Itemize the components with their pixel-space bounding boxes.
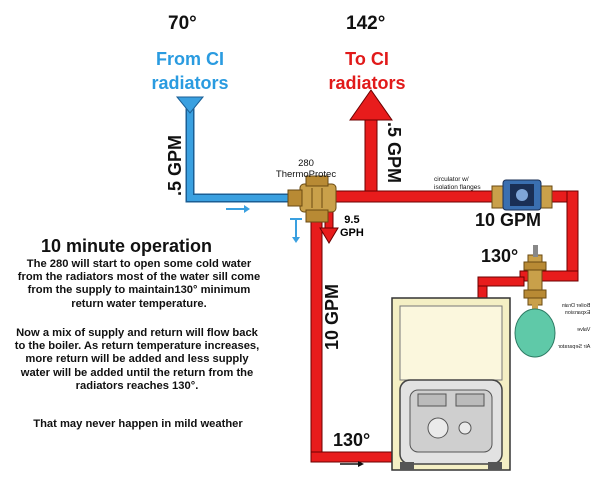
return-down-arrow (290, 218, 302, 243)
circulator-label: circulator w/ isolation flanges (434, 176, 481, 192)
valve-label: 280 ThermoProtec (266, 158, 346, 180)
to-radiators-line1: To CI (345, 49, 389, 69)
air-separator-label: Air Separator (558, 344, 591, 350)
supply-main-pipe (317, 190, 579, 302)
p1-line4: return water temperature. (71, 297, 207, 310)
supply-arrow-up (349, 89, 393, 121)
return-temperature: 70° (168, 13, 197, 34)
p1-line1: The 280 will start to open some cold wat… (26, 258, 252, 270)
p1-line2: from the radiators most of the water sil… (17, 271, 261, 284)
to-radiators-label: To CI radiators (312, 47, 422, 95)
bypass-flow-label: 9.5 GPH (340, 214, 364, 240)
from-radiators-label: From CI radiators (135, 47, 245, 95)
p2-line3: more return will be added and less suppl… (25, 353, 249, 366)
air-separator (523, 245, 547, 306)
return-flow-arrow (226, 205, 250, 213)
funnel-icon (175, 96, 205, 114)
p2-line2: to the boiler. As return temperature inc… (14, 340, 260, 353)
p2-line4: water will be added until the return fro… (20, 366, 254, 379)
bypass-flow-unit: GPH (340, 227, 364, 239)
supply-main-gpm: 10 GPM (475, 210, 542, 230)
return-arrow-right (340, 461, 364, 467)
expansion-tank (514, 303, 556, 358)
boiler (391, 297, 511, 471)
operation-title: 10 minute operation (41, 236, 213, 256)
valve-model: 280 (298, 158, 314, 169)
supply-flow-gpm: .5 GPM (384, 122, 404, 184)
boiler-return-temperature: 130° (333, 430, 371, 450)
valve-small-label: Valve (577, 327, 591, 333)
expansion-label: Expansion (564, 310, 591, 316)
drain-label: Boiler Drain (561, 303, 591, 309)
component-labels: Boiler Drain Expansion Valve Air Separat… (558, 303, 590, 351)
p1-line3: from the supply to maintain130° minimum (27, 284, 251, 297)
operation-paragraph-2: Now a mix of supply and return will flow… (0, 327, 280, 393)
valve-name: ThermoProtec (275, 169, 337, 180)
supply-pipe-up (349, 89, 393, 197)
bypass-flow-value: 9.5 (344, 214, 360, 226)
from-radiators-line2: radiators (151, 73, 229, 93)
supply-temperature: 142° (346, 13, 386, 34)
from-radiators-line1: From CI (155, 49, 224, 69)
p2-line5: radiators reaches 130°. (75, 379, 199, 392)
circulator-pump (491, 179, 553, 211)
thermoprotec-valve (287, 175, 337, 223)
operation-paragraph-1: The 280 will start to open some cold wat… (0, 258, 280, 311)
boiler-return-gpm: 10 GPM (322, 283, 342, 350)
to-radiators-line2: radiators (328, 73, 406, 93)
operation-paragraph-3: That may never happen in mild weather (33, 418, 243, 430)
return-flow-gpm: .5 GPM (165, 134, 185, 196)
circulator-label-line2: isolation flanges (434, 184, 481, 191)
p2-line1: Now a mix of supply and return will flow… (16, 327, 258, 339)
return-pipe (175, 96, 302, 243)
circulator-label-line1: circulator w/ (434, 176, 469, 183)
boiler-supply-temperature: 130° (481, 246, 519, 266)
